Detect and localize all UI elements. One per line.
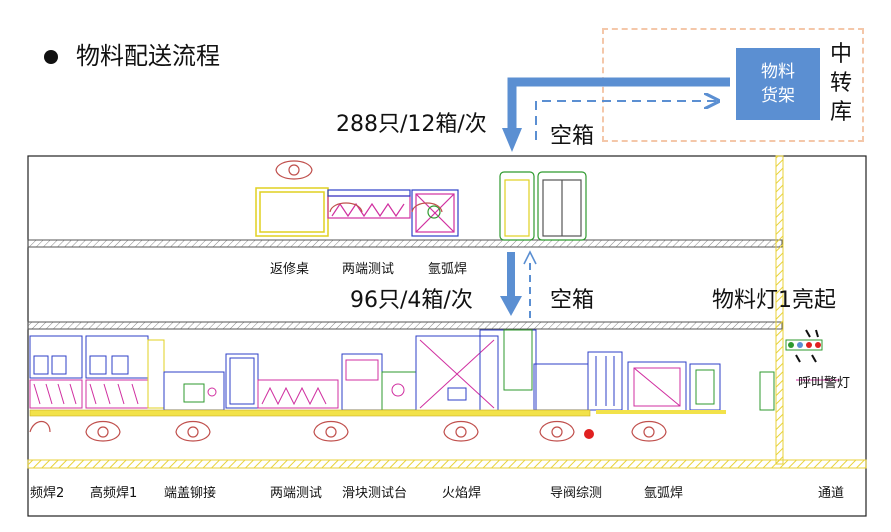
end-cap-riveting xyxy=(163,371,225,411)
station-label-upper-argon-welder: 氩弧焊 xyxy=(428,262,468,277)
bottom-aisle xyxy=(27,459,867,469)
station-label-guide-valve-test: 导阀综测 xyxy=(550,486,603,501)
middle-wall xyxy=(27,321,783,330)
operator-symbols xyxy=(29,160,667,442)
material-supply-arrowhead xyxy=(502,128,522,152)
bullet-dot xyxy=(44,50,58,64)
material-carts xyxy=(499,171,587,241)
station-label-aisle: 通道 xyxy=(818,486,845,501)
lower-argon-welder xyxy=(627,361,721,413)
station-label-flame-welder: 火焰焊 xyxy=(442,486,482,501)
material-supply-arrow xyxy=(507,77,730,132)
hf-welder-1 xyxy=(85,335,165,409)
top-empty-box-label: 空箱 xyxy=(550,124,595,149)
empty-box-return-arrow xyxy=(535,101,716,140)
conveyor-line xyxy=(29,409,591,417)
upper-two-end-test xyxy=(327,189,411,219)
station-label-upper-two-end-test: 两端测试 xyxy=(342,262,395,277)
page-title: 物料配送流程 xyxy=(76,42,220,70)
station-label-end-cap-riveting: 端盖铆接 xyxy=(164,486,217,501)
top-quantity-label: 288只/12箱/次 xyxy=(336,112,487,137)
lamp-status-label: 物料灯1亮起 xyxy=(712,288,836,313)
repair-table xyxy=(255,187,329,237)
transfer-store-label: 中转库 xyxy=(829,42,852,125)
alarm-lamp-label: 呼叫警灯 xyxy=(798,376,851,391)
lower-two-end-test xyxy=(225,353,339,409)
slider-test-bench xyxy=(341,353,417,411)
conveyor-stub xyxy=(596,410,726,414)
red-marker xyxy=(584,429,594,439)
station-label-lower-two-end-test: 两端测试 xyxy=(270,486,323,501)
hf-welder-2 xyxy=(29,335,83,409)
station-label-slider-test-bench: 滑块测试台 xyxy=(342,486,408,501)
mid-empty-box-label: 空箱 xyxy=(550,288,595,313)
aisle-pillar xyxy=(759,371,775,411)
station-label-hf-welder-1: 高频焊1 xyxy=(90,486,138,501)
station-label-lower-argon-welder: 氩弧焊 xyxy=(644,486,684,501)
upper-wall xyxy=(27,239,783,248)
rack-label-line2: 货架 xyxy=(761,86,795,106)
rack-label-line1: 物料 xyxy=(761,62,795,82)
upper-argon-welder xyxy=(411,189,459,237)
flame-welder xyxy=(415,329,537,413)
mid-empty-return-arrowhead xyxy=(523,250,537,265)
material-rack: 物料 货架 xyxy=(736,48,820,120)
guide-valve-test xyxy=(533,351,623,411)
station-label-repair-table: 返修桌 xyxy=(270,262,310,277)
call-alarm-lamp xyxy=(785,329,823,363)
mid-supply-arrow xyxy=(507,252,515,298)
station-label-hf-welder-2: 频焊2 xyxy=(30,486,65,501)
plant-outline xyxy=(27,155,867,517)
mid-quantity-label: 96只/4箱/次 xyxy=(350,288,473,313)
mid-supply-arrowhead xyxy=(500,296,522,316)
